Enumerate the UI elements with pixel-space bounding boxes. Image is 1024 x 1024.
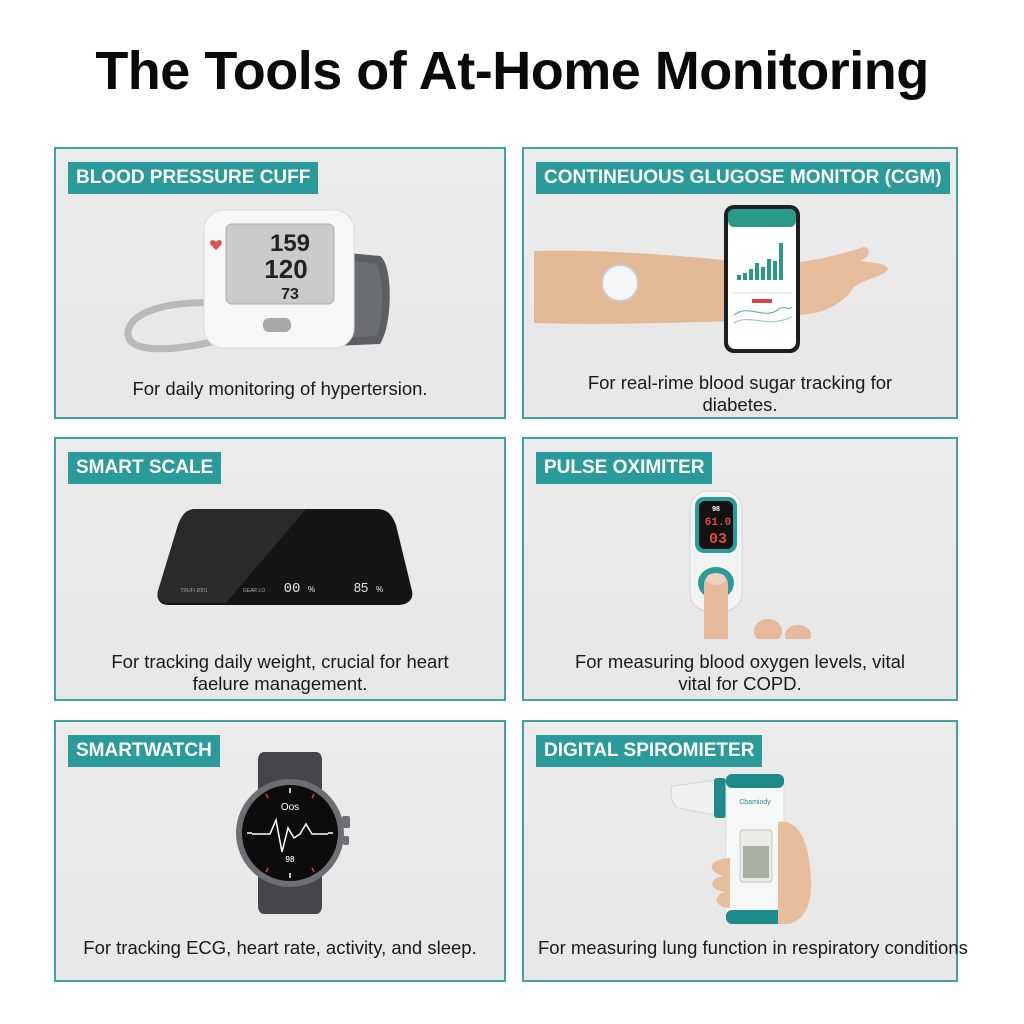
card-description: For measuring blood oxygen levels, vital…: [524, 651, 956, 695]
svg-text:61.0: 61.0: [705, 517, 731, 529]
card-description: For real-rime blood sugar tracking for d…: [524, 372, 956, 416]
description-line-1: For measuring blood oxygen levels, vital: [574, 651, 906, 672]
card-description: For tracking daily weight, crucial for h…: [56, 651, 504, 695]
cgm-arm-and-phone-icon: [534, 205, 888, 353]
card-description: For tracking ECG, heart rate, activity, …: [83, 937, 477, 958]
description-line-2: faelure management.: [192, 673, 368, 694]
svg-text:73: 73: [281, 286, 299, 303]
card-label: SMART SCALE: [68, 452, 222, 484]
svg-text:TRUFI 2001: TRUFI 2001: [180, 588, 207, 594]
card-cgm: CONTINEUOUS GLUGOSE MONITOR (CGM) For re…: [522, 147, 958, 419]
card-pulse-oximeter: PULSE OXIMITER 98 61.0 03 For measuring …: [522, 437, 958, 701]
pulse-oximeter-icon: 98 61.0 03: [689, 490, 811, 639]
card-digital-spirometer: DIGITAL SPIROMIETER Cbamiody For measuri…: [522, 720, 968, 982]
card-smartwatch: SMARTWATCH Oos 98 For tracking ECG, hear…: [54, 720, 506, 982]
description-line-2: diabetes.: [702, 394, 778, 415]
svg-text:Cbamiody: Cbamiody: [739, 799, 771, 806]
svg-text:%: %: [376, 585, 383, 594]
svg-text:%: %: [308, 585, 315, 594]
svg-text:GEAR LO: GEAR LO: [243, 588, 265, 594]
description-line-2: vital for COPD.: [678, 673, 802, 694]
card-label: CONTINEUOUS GLUGOSE MONITOR (CGM): [536, 162, 950, 194]
smartwatch-ecg-icon: Oos 98: [236, 752, 350, 914]
spirometer-icon: Cbamiody: [670, 773, 812, 925]
svg-text:98: 98: [712, 506, 720, 513]
blood-pressure-monitor-icon: 159 120 73: [124, 209, 390, 353]
svg-text:03: 03: [709, 531, 727, 548]
svg-text:85: 85: [354, 580, 368, 595]
card-label: SMARTWATCH: [68, 735, 220, 767]
card-smart-scale: SMART SCALE 00 % 85 % TRUFI 2001 GEAR LO…: [54, 437, 506, 701]
card-description: For measuring lung function in respirato…: [538, 937, 968, 958]
card-label: BLOOD PRESSURE CUFF: [68, 162, 319, 194]
card-description: For daily monitoring of hypertersion.: [132, 378, 428, 399]
page-title: The Tools of At-Home Monitoring: [95, 41, 929, 101]
svg-text:98: 98: [286, 855, 295, 864]
card-blood-pressure-cuff: BLOOD PRESSURE CUFF 159 120 73 For daily…: [54, 147, 506, 419]
svg-text:Oos: Oos: [281, 802, 299, 813]
card-label: DIGITAL SPIROMIETER: [536, 735, 763, 767]
smart-scale-icon: 00 % 85 % TRUFI 2001 GEAR LO: [157, 509, 413, 605]
description-line-1: For tracking daily weight, crucial for h…: [111, 651, 449, 672]
svg-text:00: 00: [284, 581, 301, 597]
svg-text:120: 120: [264, 254, 307, 284]
card-label: PULSE OXIMITER: [536, 452, 713, 484]
svg-text:159: 159: [270, 230, 310, 257]
description-line-1: For real-rime blood sugar tracking for: [587, 372, 893, 393]
